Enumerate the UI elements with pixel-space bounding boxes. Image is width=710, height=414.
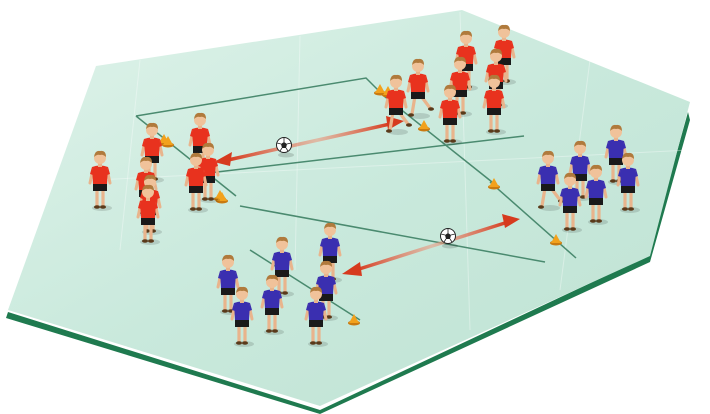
pitch — [6, 10, 690, 414]
